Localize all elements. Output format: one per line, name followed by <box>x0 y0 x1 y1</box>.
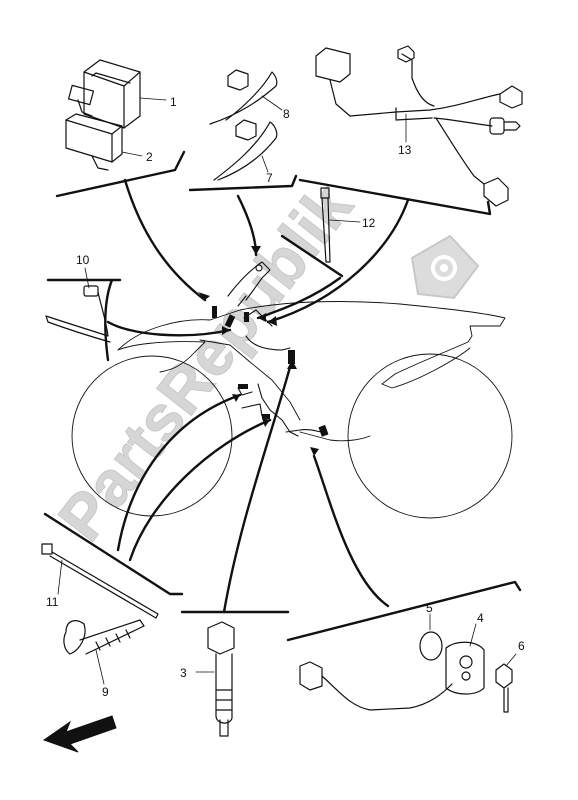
callout-labels: 1 2 3 4 5 6 7 8 9 10 11 12 13 <box>46 95 525 699</box>
callout-7: 7 <box>266 171 273 185</box>
callout-5: 5 <box>426 601 433 615</box>
wire-clamp-8 <box>209 69 278 125</box>
watermark: PartsRepublik <box>44 169 480 554</box>
cable-tie-11 <box>41 543 159 619</box>
callout-1: 1 <box>170 95 177 109</box>
callout-2: 2 <box>146 150 153 164</box>
group-brackets <box>43 150 522 642</box>
exhaust-line <box>299 431 371 442</box>
wire-clamp-10 <box>45 285 111 343</box>
frame-line <box>199 339 301 421</box>
o-ring-5 <box>419 631 443 661</box>
rear-wheel <box>347 353 513 519</box>
front-direction-arrow-icon <box>42 715 117 753</box>
front-fender <box>117 341 206 373</box>
callout-3: 3 <box>180 666 187 680</box>
callout-4: 4 <box>477 611 484 625</box>
callout-13: 13 <box>398 143 412 157</box>
gear-icon <box>410 234 480 300</box>
harness-routing <box>227 261 323 437</box>
callout-11: 11 <box>46 595 59 609</box>
cable-tie-12 <box>320 187 331 263</box>
bracket-bottom-right <box>286 580 522 642</box>
callout-6: 6 <box>518 639 525 653</box>
cdi-unit <box>67 59 141 129</box>
wire-harness <box>315 45 523 207</box>
pointer-arrowheads <box>198 246 319 456</box>
pointer-leaders <box>106 178 410 614</box>
callout-9: 9 <box>102 685 109 699</box>
bracket-center-mid <box>280 234 344 278</box>
bracket-bottom-left <box>43 512 184 596</box>
callout-8: 8 <box>283 107 290 121</box>
pickup-coil-4 <box>299 641 485 711</box>
fuel-tank-seat <box>117 301 506 389</box>
band-clamp-9 <box>63 619 145 655</box>
bracket-left-wrap <box>104 278 114 362</box>
callout-leaders <box>57 95 517 685</box>
callout-10: 10 <box>76 253 90 267</box>
bracket-top-left <box>55 150 186 198</box>
callout-12: 12 <box>362 216 376 230</box>
bolt-6 <box>495 663 513 713</box>
ignition-coil-3 <box>207 621 235 737</box>
bracket-top-right <box>298 178 492 216</box>
wire-clamp-7 <box>213 119 278 181</box>
bracket-top-center <box>188 174 298 192</box>
harness-connectors <box>212 306 329 437</box>
starter-relay <box>65 113 123 171</box>
